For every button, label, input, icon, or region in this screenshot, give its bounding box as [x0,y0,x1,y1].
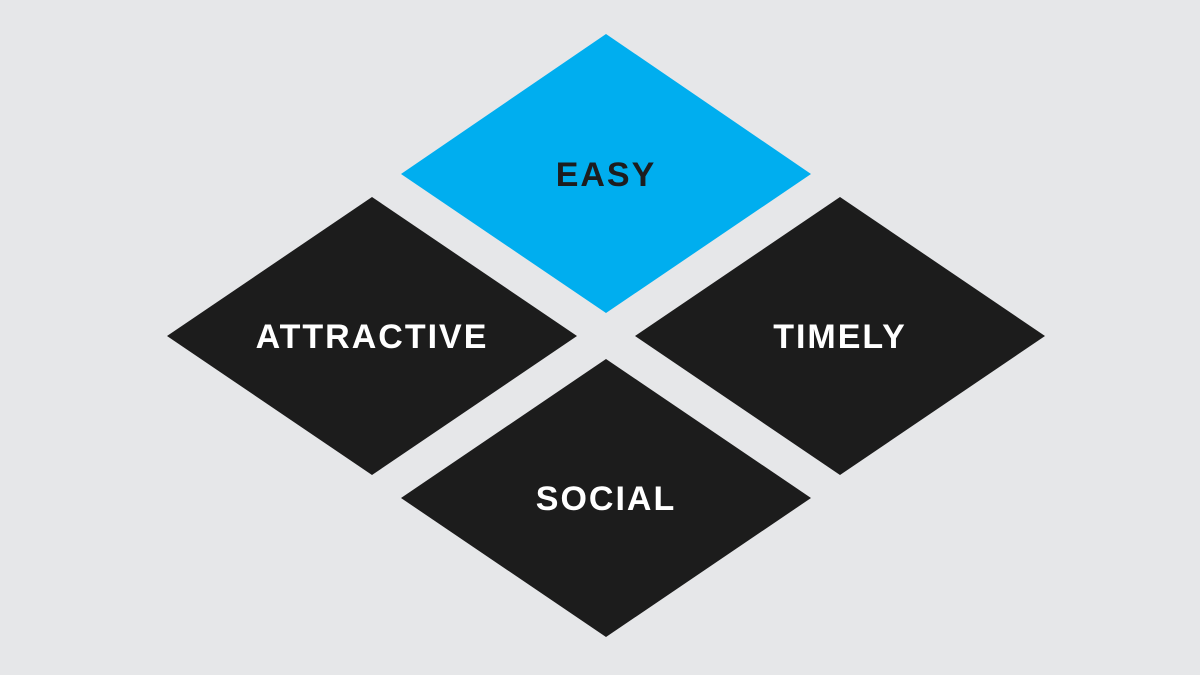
diamond-attractive-shape [167,197,577,475]
diamond-timely-shape [635,197,1045,475]
diamond-attractive-label: ATTRACTIVE [256,318,489,356]
diamond-easy-shape [401,34,811,313]
diamond-timely: TIMELY [635,197,1045,475]
diamond-timely-label: TIMELY [773,318,907,356]
diamond-social-shape [401,359,811,637]
diamond-social-label: SOCIAL [536,480,676,518]
diamond-easy: EASY [401,34,811,313]
diamond-social: SOCIAL [401,359,811,637]
diamond-easy-label: EASY [556,156,657,194]
diamond-attractive: ATTRACTIVE [167,197,577,475]
